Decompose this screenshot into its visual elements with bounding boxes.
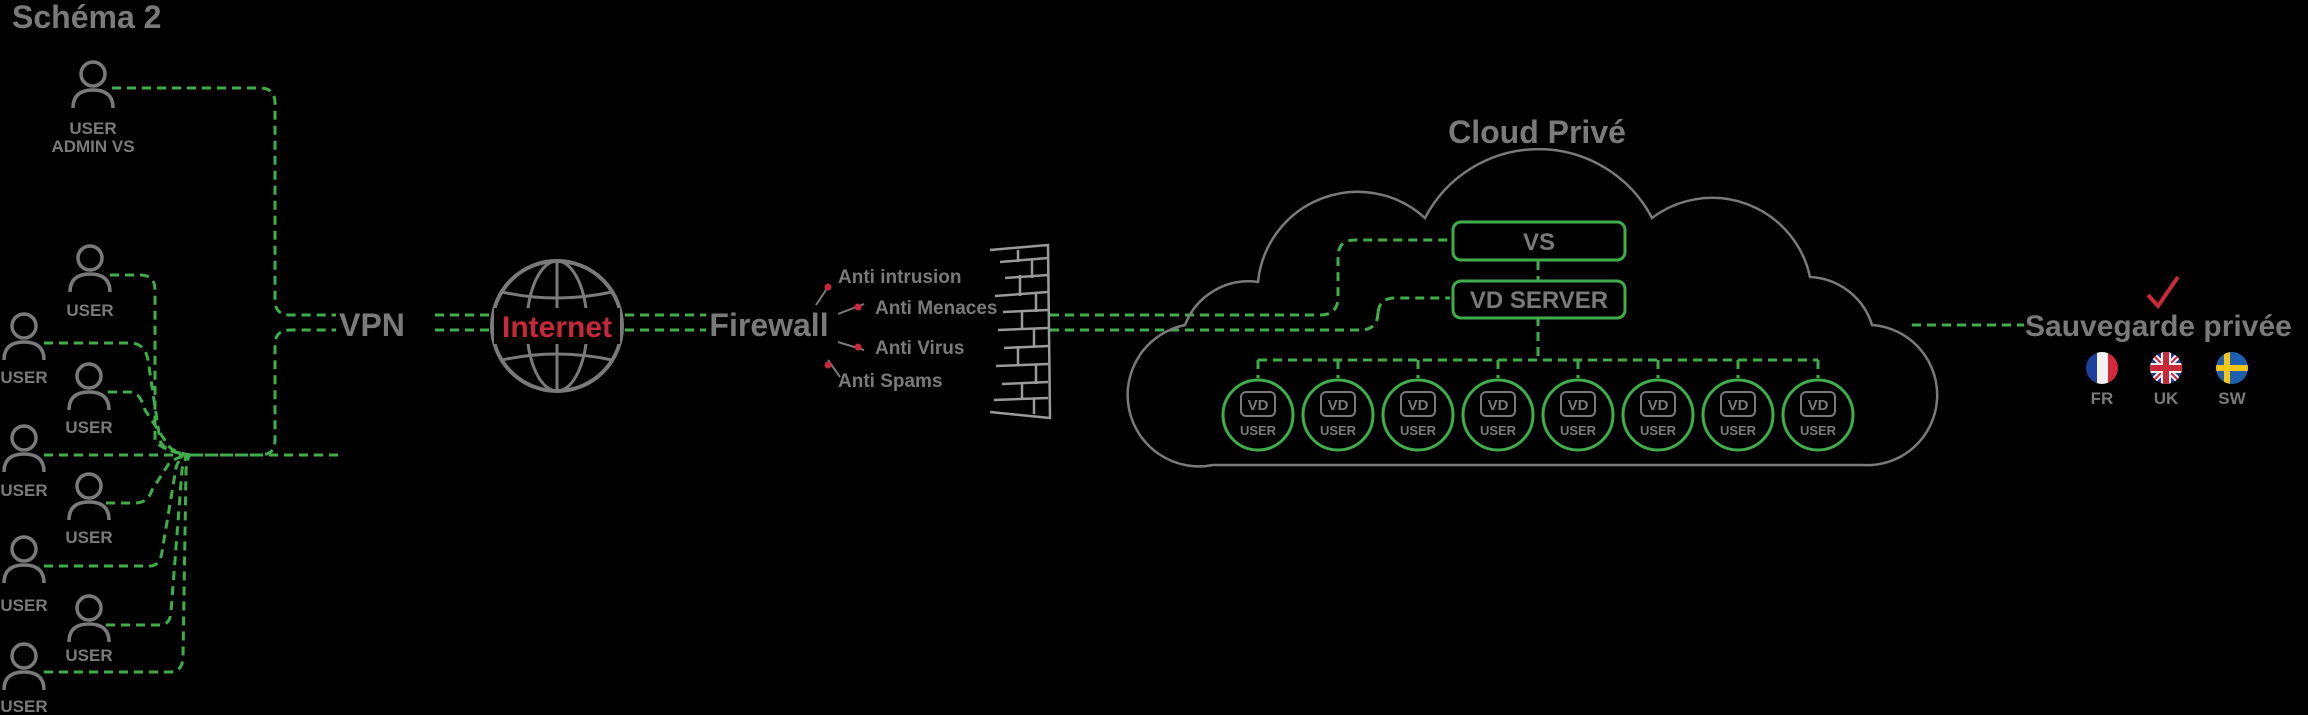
- vs-box: VS: [1451, 220, 1627, 262]
- vpn-label: VPN: [339, 307, 405, 343]
- user-node: USER: [65, 472, 113, 547]
- monitor-icon: [1400, 391, 1436, 417]
- vd-top-label: VD: [1728, 397, 1749, 414]
- backup-label: Sauvegarde privée: [2025, 310, 2292, 343]
- firewall-wall-icon: [989, 243, 1052, 420]
- feature-dots: [824, 283, 862, 369]
- user-label: USER: [66, 301, 113, 320]
- vd-top-label: VD: [1488, 397, 1509, 414]
- internet-globe-icon: [490, 259, 624, 393]
- user-label: USER: [0, 596, 47, 615]
- vd-server-box: VD SERVER: [1451, 279, 1627, 320]
- user-label: USER: [65, 418, 112, 437]
- monitor-icon: [1640, 391, 1676, 417]
- user-label: USER: [65, 646, 112, 665]
- virtual-desktop-node: VD USER: [1221, 378, 1295, 452]
- site-code-uk: UK: [2154, 389, 2179, 408]
- virtual-desktop-node: VD USER: [1541, 378, 1615, 452]
- vd-bottom-label: USER: [1480, 423, 1517, 438]
- user-node: USER: [0, 535, 48, 615]
- user-icon: [71, 60, 115, 110]
- user-node: USER: [66, 244, 114, 320]
- cloud-shape: [1126, 147, 1939, 468]
- virtual-desktop-node: VD USER: [1621, 378, 1695, 452]
- user-icon: [2, 312, 46, 362]
- user-icon: [67, 362, 111, 412]
- checkmark-icon: [2146, 275, 2180, 310]
- vd-bottom-label: USER: [1800, 423, 1837, 438]
- vd-bottom-label: USER: [1720, 423, 1757, 438]
- vd-top-label: VD: [1808, 397, 1829, 414]
- user-node: USER: [0, 642, 48, 715]
- cloud-title: Cloud Privé: [1448, 114, 1626, 150]
- virtual-desktop-node: VD USER: [1701, 378, 1775, 452]
- user-label: USER: [0, 368, 47, 387]
- feature-label: Anti intrusion: [838, 267, 961, 288]
- virtual-desktop-node: VD USER: [1381, 378, 1455, 452]
- vd-top-label: VD: [1248, 397, 1269, 414]
- monitor-icon: [1800, 391, 1836, 417]
- user-icon: [2, 424, 46, 474]
- user-connections: [44, 86, 706, 674]
- vd-bottom-label: USER: [1320, 423, 1357, 438]
- vd-server-label: VD SERVER: [1470, 287, 1608, 314]
- feature-label: Anti Virus: [875, 338, 964, 359]
- monitor-icon: [1480, 391, 1516, 417]
- user-label: USER: [65, 528, 112, 547]
- user-node: USER: [0, 424, 48, 500]
- user-icon: [2, 642, 46, 692]
- vd-bottom-label: USER: [1240, 423, 1277, 438]
- user-icon: [67, 472, 111, 522]
- uk-flag-icon: [2150, 352, 2182, 384]
- user-icon: [2, 535, 46, 585]
- user-label: USER: [0, 481, 47, 500]
- vd-bottom-label: USER: [1400, 423, 1437, 438]
- vd-top-label: VD: [1648, 397, 1669, 414]
- sweden-flag-icon: [2216, 352, 2248, 384]
- virtual-desktop-node: VD USER: [1461, 378, 1535, 452]
- internet-label: Internet: [502, 311, 612, 344]
- user-group: USER USER USER USER USER USER USER USER: [0, 244, 114, 715]
- user-node: USER: [0, 312, 48, 387]
- admin-user-label-line2: ADMIN VS: [51, 137, 134, 156]
- user-icon: [68, 244, 112, 294]
- virtual-desktop-node: VD USER: [1301, 378, 1375, 452]
- monitor-icon: [1320, 391, 1356, 417]
- user-icon: [67, 594, 111, 644]
- vd-top-label: VD: [1328, 397, 1349, 414]
- monitor-icon: [1560, 391, 1596, 417]
- firewall-features: Anti intrusion Anti Menaces Anti Virus A…: [815, 267, 997, 392]
- admin-user: USER ADMIN VS: [51, 60, 135, 156]
- vd-top-label: VD: [1408, 397, 1429, 414]
- virtual-desktops: VD USER VD USER VD USER VD USER VD USER VD USER VD US…: [1221, 378, 1855, 452]
- user-node: USER: [65, 594, 113, 665]
- monitor-icon: [1720, 391, 1756, 417]
- vs-label: VS: [1523, 229, 1555, 256]
- user-label: USER: [0, 697, 47, 715]
- admin-user-label-line1: USER: [69, 119, 116, 138]
- vd-bottom-label: USER: [1560, 423, 1597, 438]
- virtual-desktop-node: VD USER: [1781, 378, 1855, 452]
- site-code-fr: FR: [2091, 389, 2114, 408]
- diagram-title: Schéma 2: [12, 0, 161, 35]
- cloud-connections: [1050, 238, 2024, 378]
- vd-bottom-label: USER: [1640, 423, 1677, 438]
- vd-top-label: VD: [1568, 397, 1589, 414]
- feature-label: Anti Spams: [838, 371, 943, 392]
- france-flag-icon: [2086, 352, 2118, 384]
- firewall-label: Firewall: [709, 307, 828, 343]
- site-code-sw: SW: [2218, 389, 2246, 408]
- monitor-icon: [1240, 391, 1276, 417]
- user-node: USER: [65, 362, 113, 437]
- feature-label: Anti Menaces: [875, 298, 997, 319]
